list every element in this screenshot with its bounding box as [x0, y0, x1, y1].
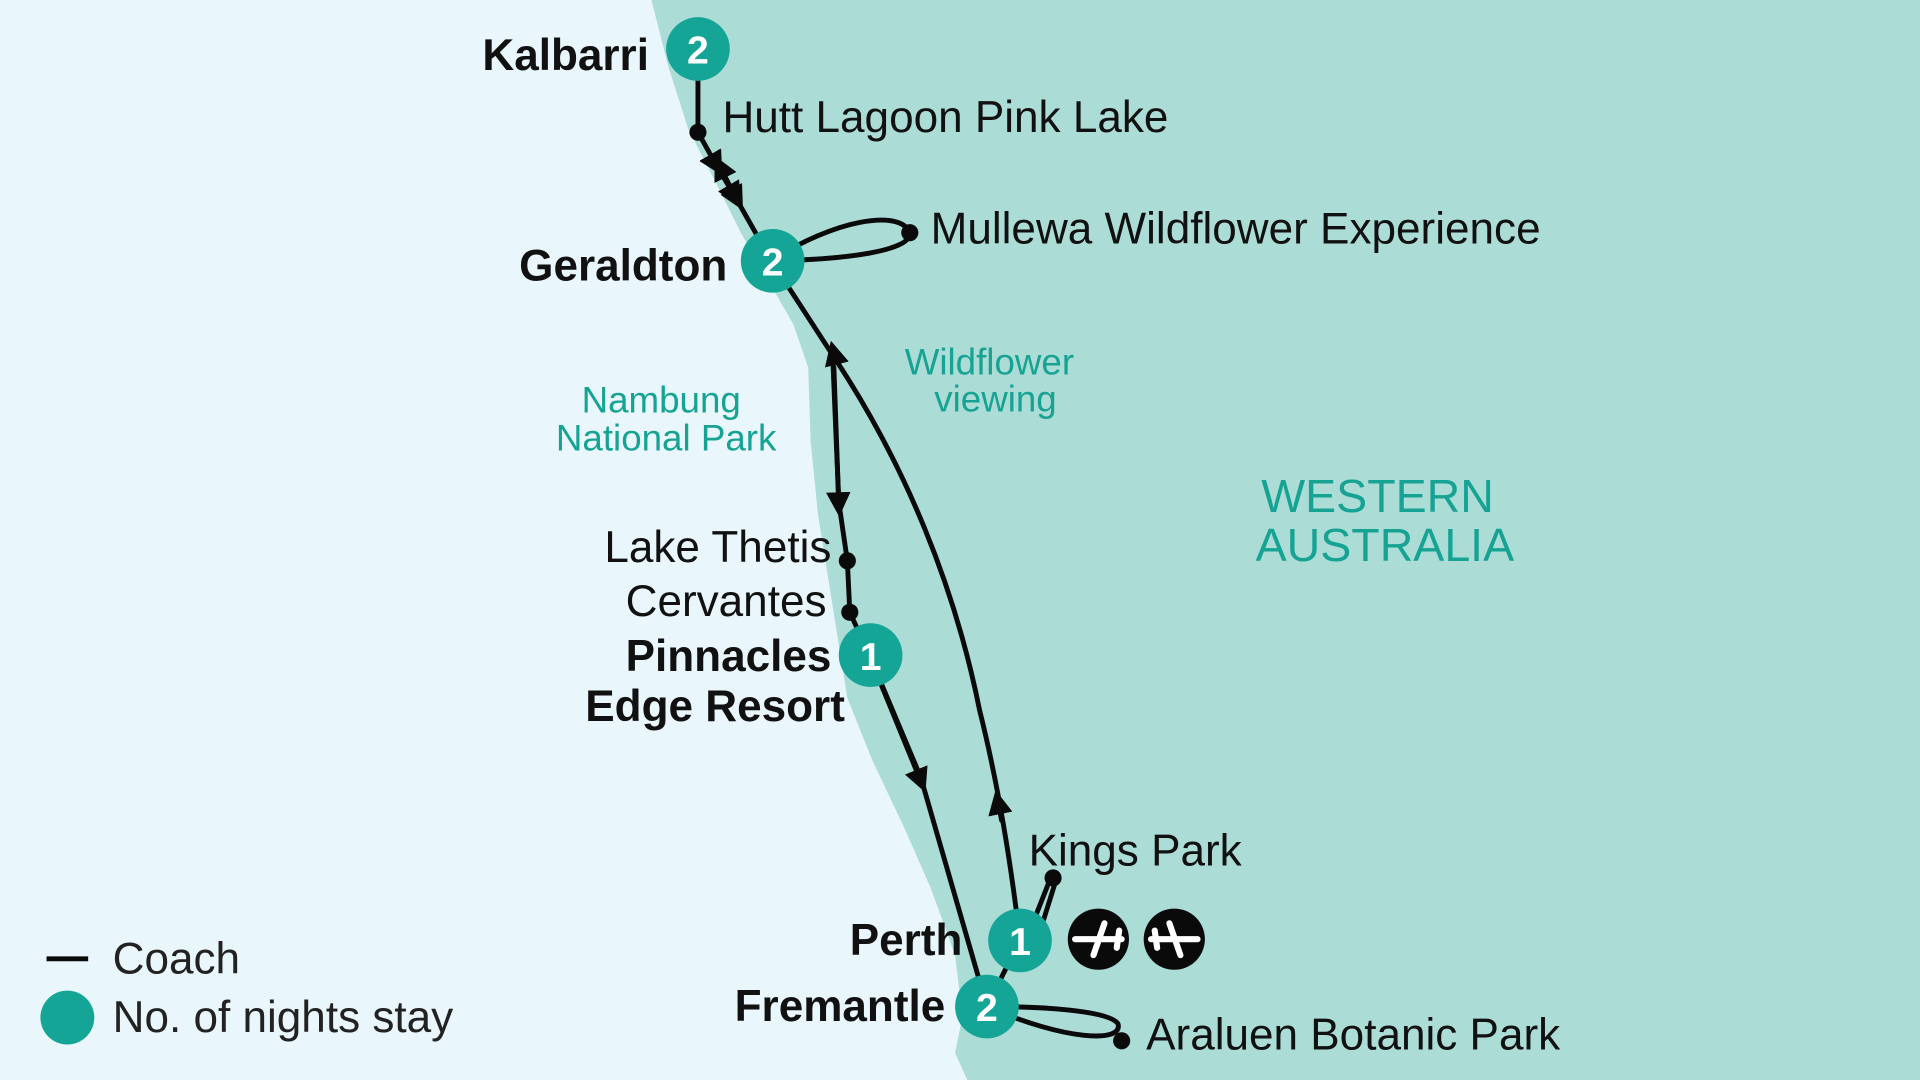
stop-dot-mullewa: [901, 224, 919, 242]
flight-arrival-icon: [1067, 908, 1129, 970]
nights-badge-pinnacles: 1: [838, 623, 903, 687]
stop-dot-hutt-lagoon: [689, 123, 707, 141]
label-araluen: Araluen Botanic Park: [1146, 1010, 1561, 1059]
stop-dot-kings-park: [1044, 869, 1062, 887]
label-kings-park: Kings Park: [1029, 827, 1243, 876]
svg-text:1: 1: [1009, 921, 1031, 964]
label-perth: Perth: [850, 916, 963, 965]
label-wildflower-1: Wildflower: [905, 342, 1074, 383]
label-fremantle: Fremantle: [735, 982, 946, 1031]
land-western-australia: [651, 0, 1920, 1080]
svg-text:1: 1: [860, 636, 882, 679]
label-nambung-2: National Park: [556, 418, 777, 459]
nights-badge-perth: 1: [988, 908, 1052, 973]
stop-dot-lake-thetis: [838, 552, 856, 570]
label-region-1: WESTERN: [1261, 470, 1494, 522]
label-geraldton: Geraldton: [519, 241, 727, 290]
label-region-2: AUSTRALIA: [1256, 519, 1515, 571]
label-cervantes: Cervantes: [626, 577, 827, 626]
nights-badge-fremantle: 2: [955, 974, 1019, 1039]
nights-badge-geraldton: 2: [740, 228, 805, 293]
label-kalbarri: Kalbarri: [482, 31, 649, 80]
label-edge-resort: Edge Resort: [585, 682, 845, 731]
label-hutt-lagoon: Hutt Lagoon Pink Lake: [722, 93, 1168, 142]
label-nambung-1: Nambung: [582, 380, 741, 421]
nights-dot-icon: [40, 990, 95, 1045]
stop-dot-cervantes: [841, 603, 859, 621]
label-mullewa: Mullewa Wildflower Experience: [931, 205, 1541, 254]
legend-nights: No. of nights stay: [113, 993, 454, 1042]
legend-coach: Coach: [113, 934, 240, 983]
svg-text:2: 2: [762, 242, 784, 285]
label-pinnacles: Pinnacles: [626, 632, 832, 681]
label-wildflower-2: viewing: [934, 378, 1056, 419]
svg-text:2: 2: [976, 987, 998, 1030]
nights-badge-kalbarri: 2: [666, 17, 730, 81]
svg-text:2: 2: [687, 30, 709, 73]
label-lake-thetis: Lake Thetis: [604, 523, 831, 572]
flight-departure-icon: [1143, 908, 1205, 970]
stop-dot-araluen: [1113, 1032, 1131, 1050]
legend: Coach No. of nights stay: [40, 934, 454, 1045]
